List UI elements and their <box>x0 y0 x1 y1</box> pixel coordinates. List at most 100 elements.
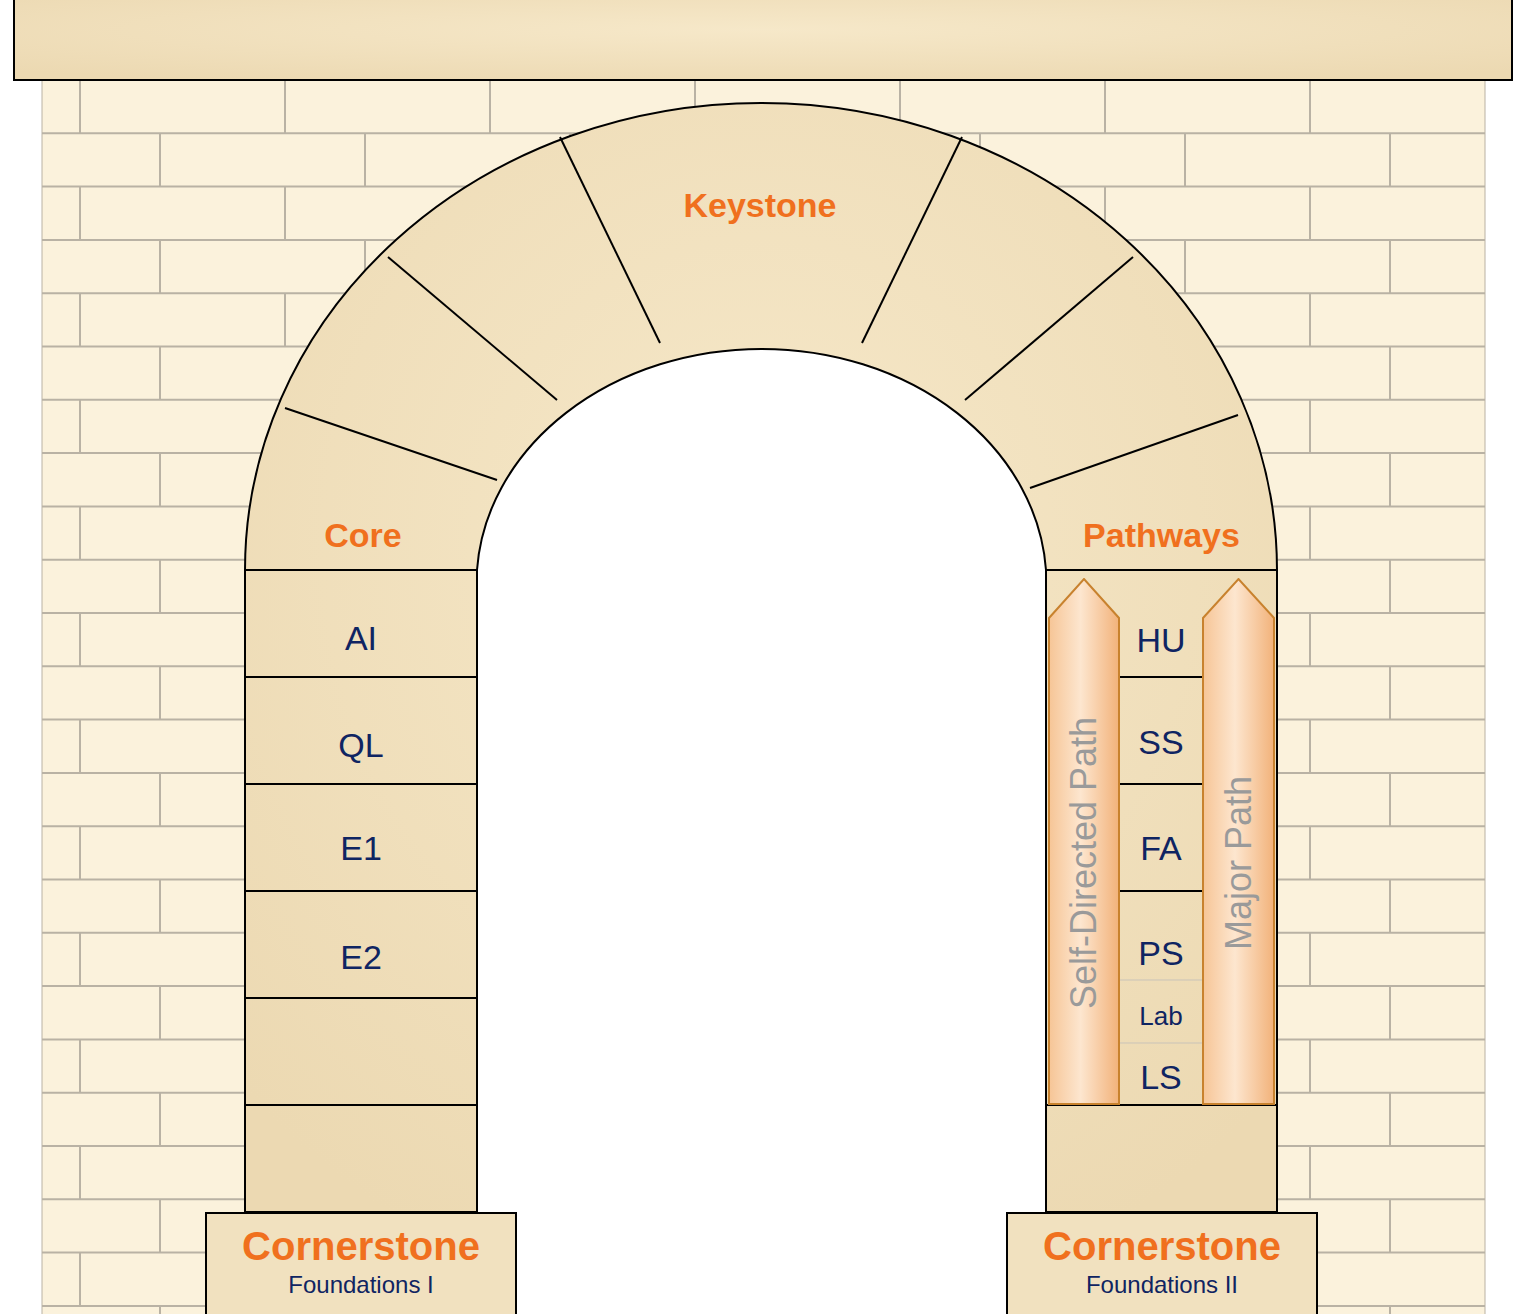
stone-label: E2 <box>340 938 382 977</box>
stone-block: HU <box>1120 610 1202 670</box>
lintel-beam <box>14 0 1512 80</box>
stone-block: QL <box>246 697 476 793</box>
arch-opening <box>477 349 1046 1314</box>
stone-block: Keystone <box>630 180 890 230</box>
mortar-line <box>159 1306 161 1314</box>
mortar-line <box>1309 1146 1311 1199</box>
mortar-line <box>1309 293 1311 346</box>
mortar-line <box>79 826 81 879</box>
arrow-outline <box>1049 579 1119 1104</box>
mortar-line <box>1389 880 1391 933</box>
mortar-line <box>1389 347 1391 400</box>
mortar-line <box>159 666 161 719</box>
mortar-line <box>79 80 81 133</box>
stone-label: SS <box>1138 723 1183 762</box>
mortar-line <box>159 1199 161 1252</box>
mortar-line <box>79 1253 81 1306</box>
mortar-line <box>159 1093 161 1146</box>
mortar-line <box>159 986 161 1039</box>
mortar-line <box>364 133 366 186</box>
stone-label: Pathways <box>1083 516 1240 555</box>
mortar-line <box>1104 80 1106 133</box>
mortar-line <box>1389 133 1391 186</box>
path-arrow: Major Path <box>1202 578 1275 1105</box>
mortar-line <box>1309 80 1311 133</box>
mortar-line <box>159 880 161 933</box>
mortar-line <box>79 293 81 346</box>
mortar-line <box>489 80 491 133</box>
mortar-line <box>79 187 81 240</box>
mortar-line <box>284 293 286 346</box>
block-subtitle: Foundations II <box>1086 1268 1238 1302</box>
mortar-line <box>79 400 81 453</box>
mortar-line <box>1389 666 1391 719</box>
stone-label: Keystone <box>683 186 836 225</box>
mortar-line <box>159 453 161 506</box>
stone-label: LS <box>1140 1058 1182 1097</box>
mortar-line <box>79 720 81 773</box>
arrow-outline <box>1203 579 1274 1104</box>
mortar-line <box>79 613 81 666</box>
stone-label: FA <box>1140 829 1182 868</box>
mortar-line <box>159 773 161 826</box>
mortar-line <box>1309 720 1311 773</box>
mortar-line <box>79 933 81 986</box>
mortar-line <box>1309 1039 1311 1092</box>
stone-block: SS <box>1120 712 1202 772</box>
stone-block: Lab <box>1120 991 1202 1041</box>
mortar-line <box>1389 240 1391 293</box>
stone-label: Lab <box>1139 1001 1182 1032</box>
arch-stones <box>245 103 1277 1212</box>
block-title: Cornerstone <box>1043 1224 1281 1268</box>
stone-label: Self-Directed Path <box>1063 717 1105 1009</box>
mortar-line <box>42 80 43 1314</box>
path-arrow: Self-Directed Path <box>1048 578 1120 1105</box>
stone-block: PS <box>1120 925 1202 981</box>
mortar-line <box>1309 613 1311 666</box>
mortar-line <box>1389 1199 1391 1252</box>
mortar-line <box>1184 133 1186 186</box>
mortar-line <box>1389 773 1391 826</box>
mortar-line <box>79 1039 81 1092</box>
mortar-line <box>1389 560 1391 613</box>
mortar-line <box>1309 506 1311 559</box>
stone-block: Core <box>250 510 476 560</box>
cornerstone-block: CornerstoneFoundations II <box>1006 1212 1318 1314</box>
mortar-line <box>159 133 161 186</box>
mortar-line <box>1389 986 1391 1039</box>
cornerstone-block: CornerstoneFoundations I <box>205 1212 517 1314</box>
voussoir-joints <box>245 137 1277 1105</box>
stone-label: AI <box>345 619 377 658</box>
stone-label: PS <box>1138 934 1183 973</box>
mortar-line <box>1389 453 1391 506</box>
mortar-line <box>159 240 161 293</box>
stone-label: HU <box>1136 621 1185 660</box>
mortar-line <box>79 1146 81 1199</box>
mortar-line <box>1485 80 1486 1314</box>
stone-block: Pathways <box>1047 510 1276 560</box>
mortar-line <box>1389 1093 1391 1146</box>
mortar-line <box>79 506 81 559</box>
mortar-line <box>159 347 161 400</box>
mortar-line <box>284 80 286 133</box>
stone-block: AI <box>246 590 476 686</box>
stone-label: Major Path <box>1218 776 1260 950</box>
stone-label: Core <box>324 516 401 555</box>
block-title: Cornerstone <box>242 1224 480 1268</box>
brick-wall <box>42 80 1485 1314</box>
mortar-line <box>1309 187 1311 240</box>
stone-label: E1 <box>340 829 382 868</box>
stone-block: LS <box>1120 1052 1202 1102</box>
stone-block: E2 <box>246 909 476 1005</box>
mortar-line <box>159 560 161 613</box>
mortar-line <box>1184 240 1186 293</box>
brick-lines <box>42 80 1485 1314</box>
mortar-line <box>284 187 286 240</box>
stone-label: QL <box>338 726 383 765</box>
stone-block: FA <box>1120 818 1202 878</box>
block-subtitle: Foundations I <box>288 1268 433 1302</box>
mortar-line <box>1389 1306 1391 1314</box>
mortar-line <box>1309 826 1311 879</box>
stone-block: E1 <box>246 800 476 896</box>
